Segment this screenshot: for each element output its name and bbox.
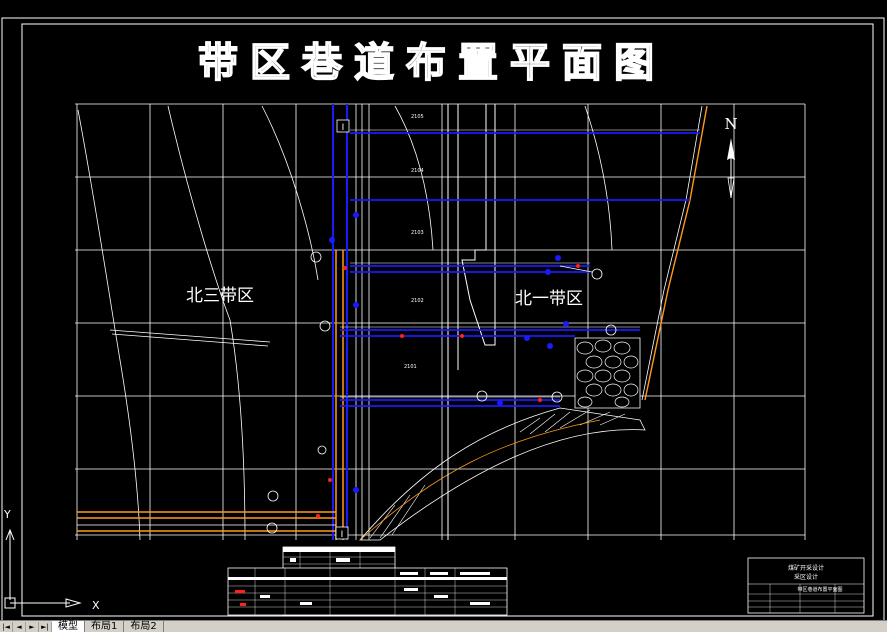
panel-label-2104: 2104 — [411, 168, 424, 174]
zone-label-north-one: 北一带区 — [515, 289, 583, 309]
zone-label-north-three: 北三带区 — [186, 286, 254, 306]
tab-model[interactable]: 模型 — [52, 621, 85, 632]
previous-tab-button[interactable]: ◄ — [13, 621, 26, 632]
panel-boundary — [447, 104, 496, 540]
red-markers — [316, 264, 580, 518]
title-block-line1: 煤矿开采设计 — [788, 564, 824, 572]
panel-label-2103: 2103 — [411, 230, 424, 236]
ucs-icon: Y X — [3, 508, 100, 612]
track-roadways — [77, 511, 345, 532]
section-mark-top: I — [342, 123, 345, 133]
ucs-y-label: Y — [3, 508, 11, 521]
panel-entries — [340, 132, 700, 407]
panel-label-2105: 2105 — [411, 114, 424, 120]
panel-number-labels: 2105 2104 2103 2102 2101 — [404, 114, 424, 370]
boundary-fault — [641, 105, 708, 401]
tab-layout-1[interactable]: 布局1 — [85, 621, 125, 632]
title-block: 煤矿开采设计 采区设计 带区巷道布置平面图 — [747, 557, 865, 614]
goaf-area — [359, 337, 646, 541]
title-block-line2: 采区设计 — [794, 573, 818, 581]
inner-frame — [21, 23, 874, 617]
contour-lines — [77, 105, 613, 541]
next-tab-button[interactable]: ► — [26, 621, 39, 632]
coordinate-grid — [75, 103, 806, 540]
ucs-x-label: X — [92, 599, 100, 612]
tab-layout-2[interactable]: 布局2 — [124, 621, 164, 632]
title-block-line3: 带区巷道布置平面图 — [797, 586, 842, 593]
north-letter: N — [724, 115, 737, 133]
outer-frame — [1, 17, 885, 620]
first-tab-button[interactable]: |◄ — [0, 621, 13, 632]
north-arrow: N — [724, 115, 738, 199]
main-roadways — [332, 104, 363, 540]
panel-label-2102: 2102 — [411, 298, 424, 304]
equipment-markers — [329, 212, 569, 493]
section-mark-bottom: I — [341, 530, 344, 540]
callout-bubbles — [266, 251, 617, 534]
layout-tab-bar: |◄ ◄ ► ►| 模型 布局1 布局2 — [0, 620, 887, 632]
last-tab-button[interactable]: ►| — [39, 621, 52, 632]
section-marks: I I — [335, 119, 350, 540]
panel-entries-outline — [340, 129, 700, 398]
statistics-table-main — [227, 567, 508, 616]
panel-label-2101: 2101 — [404, 364, 417, 370]
drawing-title: 带区巷道布置平面图 — [198, 40, 666, 86]
